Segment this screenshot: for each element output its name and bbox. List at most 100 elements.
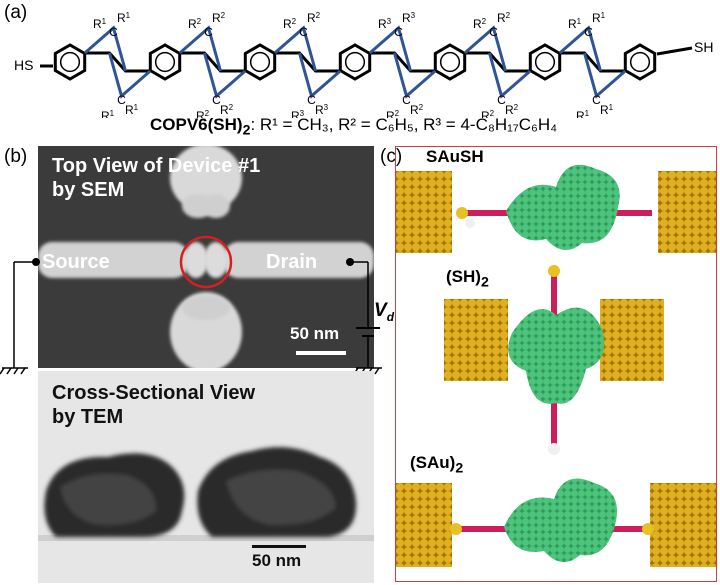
voltage-symbol: V [374,300,387,321]
bridge-carbon: C [299,25,308,39]
gold-electrode-left-1 [396,171,452,253]
bridge-carbon: C [394,25,403,39]
aromatic-circle [439,51,461,73]
bridge-top [273,25,317,72]
sem-title-line2: by SEM [52,179,125,201]
substituent-top: R2 [212,11,226,26]
end-group-left: HS [14,57,33,73]
bridge-carbon: C [402,93,411,107]
bridge-bottom [583,52,627,99]
substituent-top: R1 [117,11,131,26]
drain-electrode [224,242,374,278]
gold-electrode-left-2 [444,299,508,381]
bridge-top [463,25,507,72]
benzene-ring [528,43,562,81]
bridge-carbon: C [204,25,213,39]
gold-electrode-right-3 [650,483,716,567]
nanogap-highlight-circle [179,235,233,289]
measurement-circuit [0,258,382,375]
source-label: Source [42,251,110,273]
gold-electrode-right-1 [658,171,716,253]
substituent-bottom: R1 [101,109,115,119]
aromatic-circle [629,51,651,73]
bridge-carbon: C [307,93,316,107]
vinylene-link [464,51,531,73]
substituent-bottom: R1 [600,103,614,118]
substituent-top: R2 [473,17,487,32]
vinylene-link [559,51,626,73]
aromatic-circle [344,51,366,73]
config-label-2: (SH)2 [446,267,489,291]
bridge-bottom [108,52,152,99]
config-sausuh-model [396,164,716,253]
bridge-carbon: C [584,25,593,39]
aromatic-circle [154,51,176,73]
panel-c-label: (c) [380,146,403,167]
compound-subscript: 2 [242,122,251,139]
end-group-right: SH [694,39,713,55]
tem-scale-bar [252,545,306,548]
gold-electrode-left-3 [396,483,452,567]
config-label-1: SAuSH [426,147,484,166]
voltage-label: Vd [374,300,394,324]
r-group-definitions: : R¹ = CH₃, R² = C₆H₅, R³ = 4-C₈H₁₇C₆H₄ [250,115,558,134]
bridge-carbon: C [497,93,506,107]
benzene-ring [243,43,277,81]
formula-line: COPV6(SH)2: R¹ = CH₃, R² = C₆H₅, R³ = 4-… [150,115,557,138]
source-electrode [38,242,188,278]
substituent-top: R3 [402,11,416,26]
tem-title-line1: Cross-Sectional View [52,382,256,404]
sem-title-line1: Top View of Device #1 [52,155,261,177]
tem-substrate [38,535,374,541]
panel-a-label: (a) [4,2,28,23]
bridge-bottom [393,52,437,99]
bridge-carbon: C [489,25,498,39]
substituent-top: R3 [378,17,392,32]
substituent-top: R2 [283,17,297,32]
aromatic-circle [534,51,556,73]
molecule-sidechains-3 [504,478,618,563]
molecule-sidechains-2 [508,307,604,404]
config-sau2-model [396,478,716,567]
copv-backbone [40,43,693,81]
molecule-sidechains-1 [506,164,620,251]
bridge-top [178,25,222,72]
substituent-bottom: R1 [576,109,590,119]
tem-image: Cross-Sectional View by TEM 50 nm [38,371,374,583]
drain-label: Drain [266,251,318,273]
bridge-top [83,25,127,72]
bridge-bottom [298,52,342,99]
bridge-top [368,25,412,72]
benzene-ring [53,43,87,81]
vinylene-link [84,51,151,73]
bridge-carbon: C [117,93,126,107]
bridge-top [558,25,602,72]
benzene-ring [433,43,467,81]
substituent-bottom: R2 [481,109,495,119]
sh-bond-right [656,46,693,56]
compound-name: COPV6(SH) [150,115,243,134]
substituent-top: R2 [497,11,511,26]
benzene-ring [338,43,372,81]
bridge-bottom [203,52,247,99]
substituent-top: R2 [188,17,202,32]
substituent-top: R1 [568,17,582,32]
gate-electrode-top [170,146,242,212]
vinylene-link [369,51,436,73]
voltage-subscript: d [386,309,395,324]
benzene-ring [148,43,182,81]
vinylene-link [179,51,246,73]
sem-scale-label: 50 nm [290,324,340,343]
bridge-carbon: C [592,93,601,107]
aromatic-circle [59,51,81,73]
methylene-bridges [83,25,627,99]
bridge-carbon: C [212,93,221,107]
sem-scale-bar [296,351,346,355]
bridge-carbon: C [109,25,118,39]
substituent-top: R2 [307,11,321,26]
substituent-top: R1 [592,11,606,26]
substituent-top: R1 [93,17,107,32]
gold-electrode-right-2 [600,299,664,381]
tem-scale-label: 50 nm [252,551,302,570]
